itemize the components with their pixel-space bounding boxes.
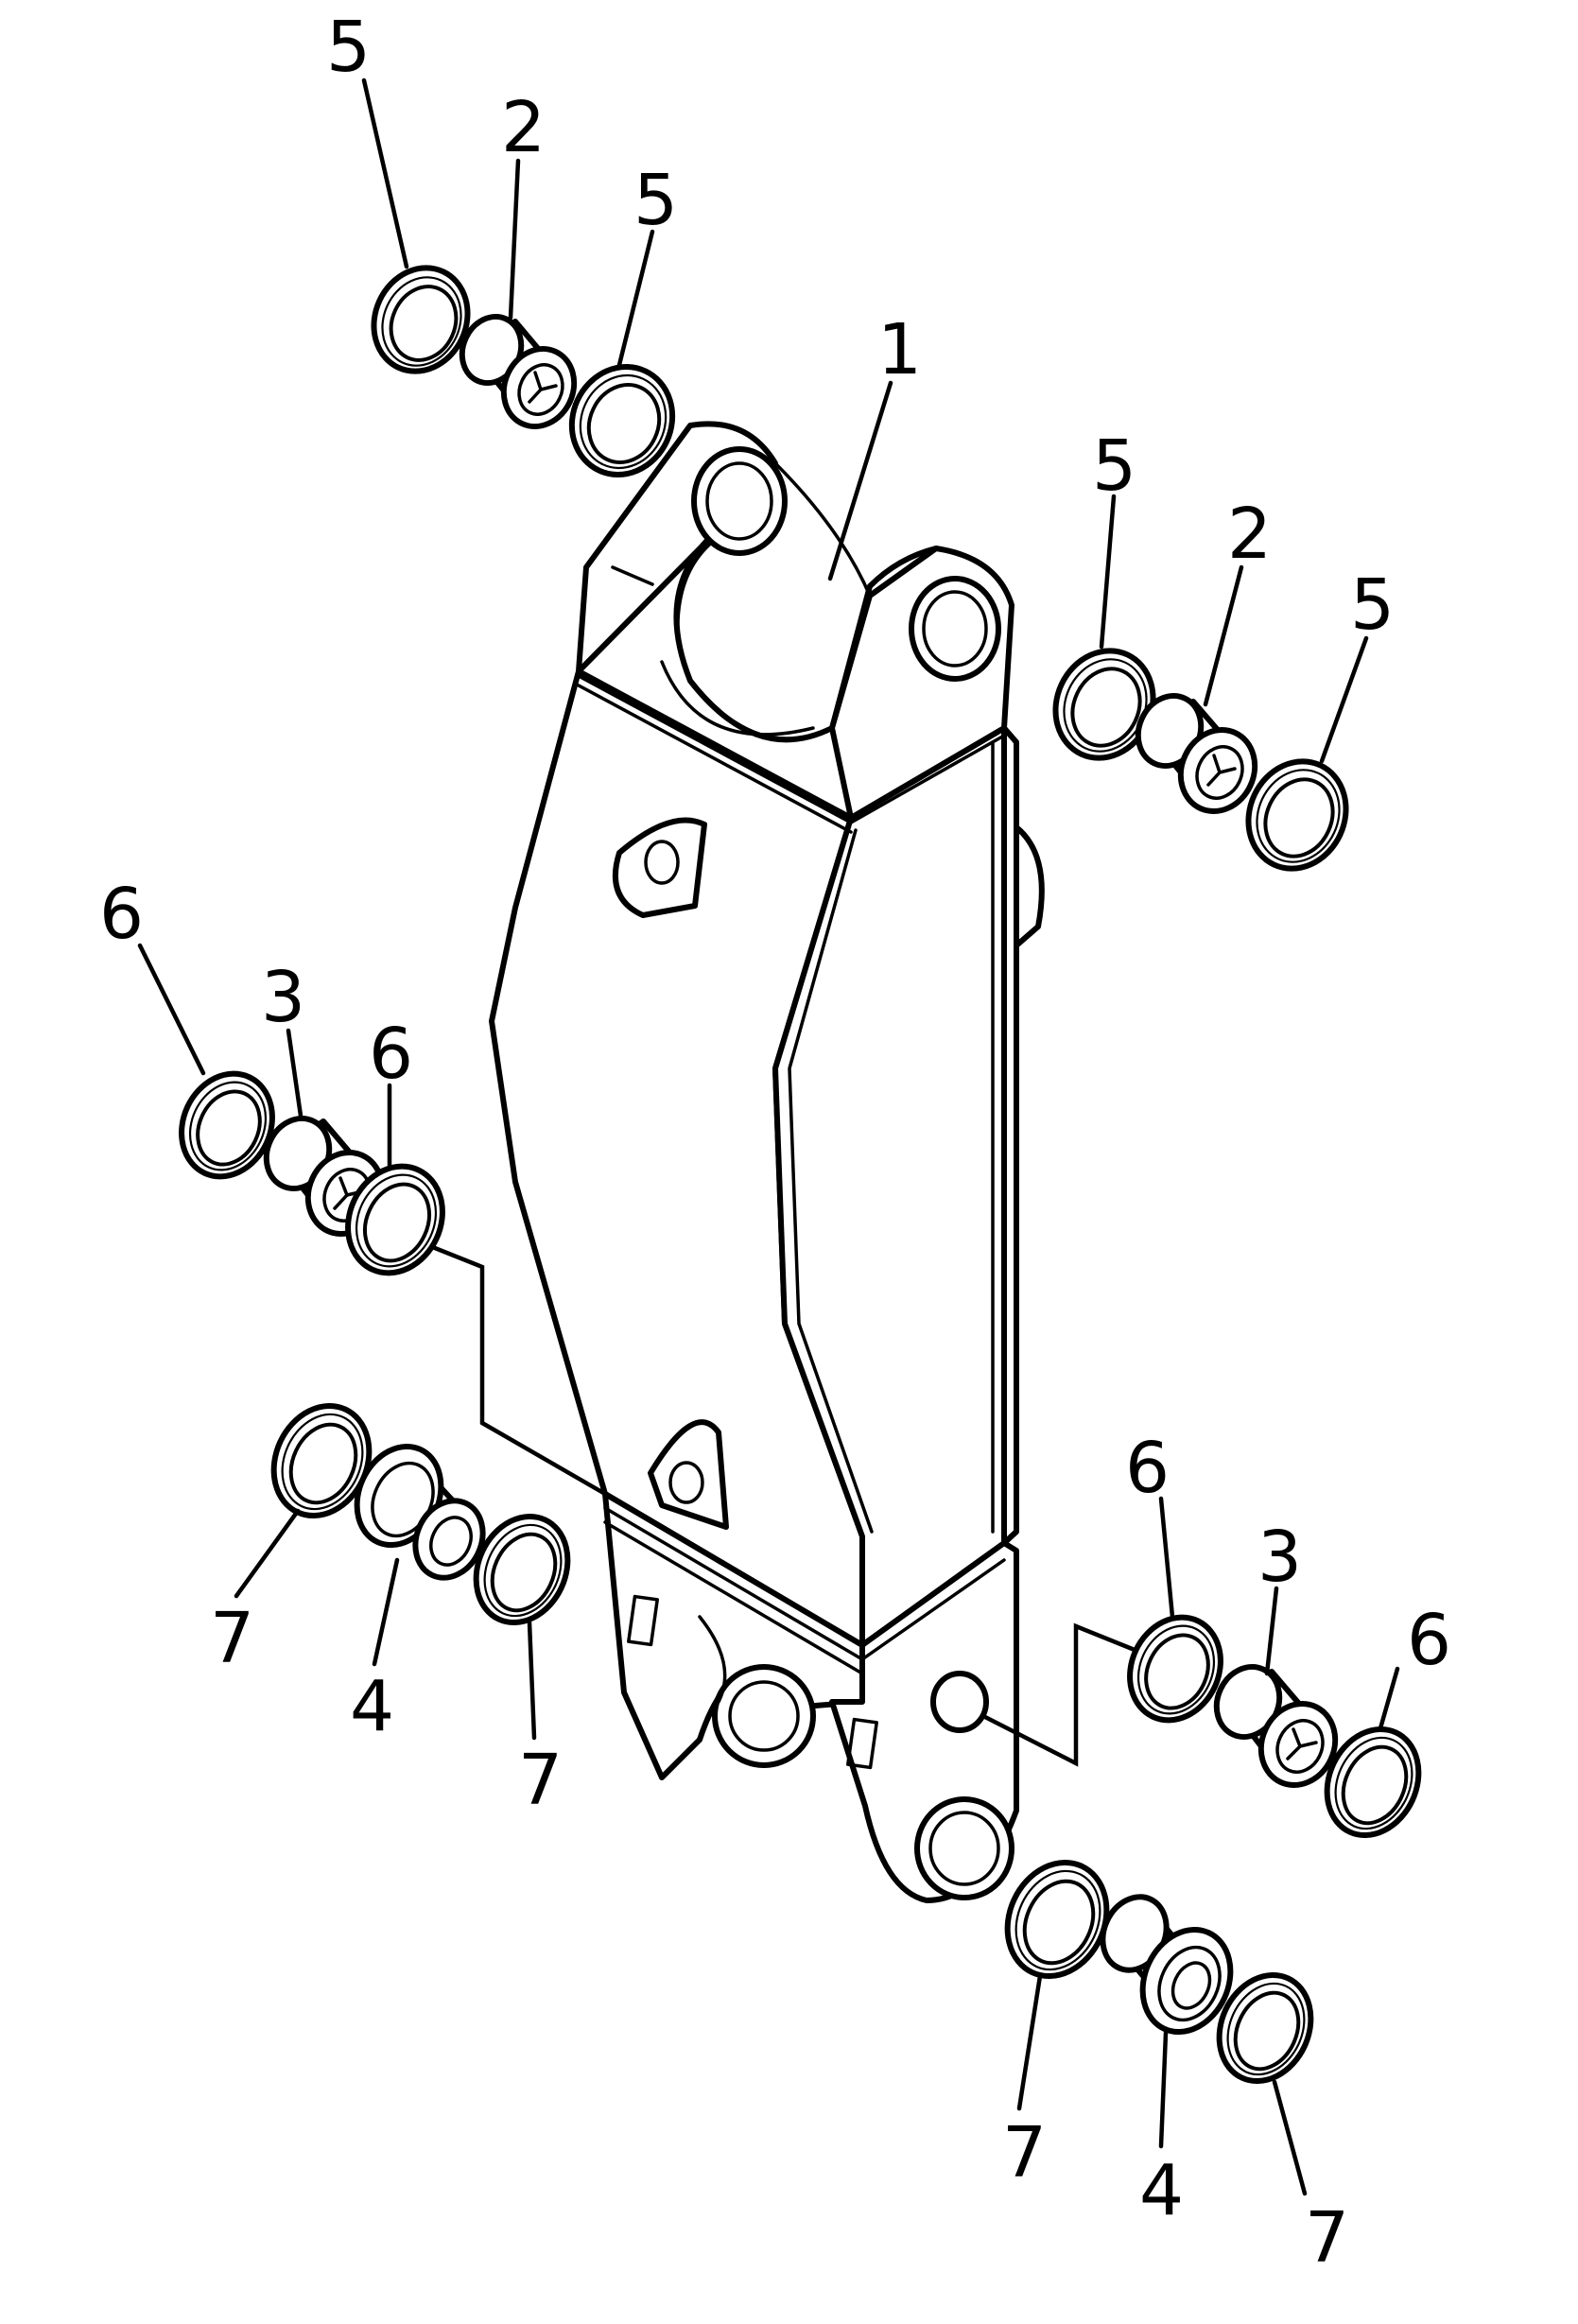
callout-3: 3 xyxy=(1257,1517,1302,1598)
ring-5-top-left xyxy=(371,265,471,374)
pin-3-right xyxy=(1213,1664,1339,1788)
callout-6: 6 xyxy=(1407,1600,1451,1681)
bushing-2-top-left xyxy=(459,313,578,429)
assembly-line-left xyxy=(432,1245,608,1497)
callout-6: 6 xyxy=(369,1014,413,1095)
callout-5: 5 xyxy=(633,160,678,241)
ring-7-bottom xyxy=(1004,1859,1110,1980)
callout-4: 4 xyxy=(350,1666,394,1747)
callout-1: 1 xyxy=(877,309,922,390)
ring-6-right xyxy=(1127,1614,1223,1724)
callout-2: 2 xyxy=(1227,494,1272,575)
callout-6: 6 xyxy=(99,874,144,955)
bushing-4-left xyxy=(354,1443,486,1581)
callout-5: 5 xyxy=(1092,425,1136,507)
bushing-2-right xyxy=(1135,693,1258,814)
arm-body xyxy=(489,421,1045,1903)
ring-6-right-2 xyxy=(1324,1726,1422,1839)
callout-leaders xyxy=(137,78,1400,2196)
callout-7: 7 xyxy=(1305,2197,1349,2279)
ring-7-bottom-2 xyxy=(1216,1971,1314,2085)
callout-3: 3 xyxy=(261,957,305,1038)
callout-7: 7 xyxy=(518,1740,563,1821)
callout-7: 7 xyxy=(210,1598,254,1679)
ring-5-top-left-2 xyxy=(568,364,676,477)
ring-5-right-2 xyxy=(1245,758,1349,872)
callout-2: 2 xyxy=(501,87,546,168)
callout-labels: 5 2 5 1 5 2 5 6 3 6 7 4 7 6 3 6 7 4 7 xyxy=(99,7,1451,2279)
callout-5: 5 xyxy=(326,7,371,88)
assembly-line-right xyxy=(980,1622,1137,1767)
callout-5: 5 xyxy=(1350,564,1395,646)
callout-7: 7 xyxy=(1002,2112,1047,2194)
ring-6-left-2 xyxy=(345,1163,445,1276)
callout-6: 6 xyxy=(1125,1428,1170,1509)
bushing-4-bottom xyxy=(1100,1894,1234,2036)
ring-7-left-2 xyxy=(473,1513,571,1626)
ring-6-left xyxy=(179,1070,275,1180)
ring-5-right xyxy=(1052,648,1156,761)
callout-4: 4 xyxy=(1139,2150,1184,2231)
